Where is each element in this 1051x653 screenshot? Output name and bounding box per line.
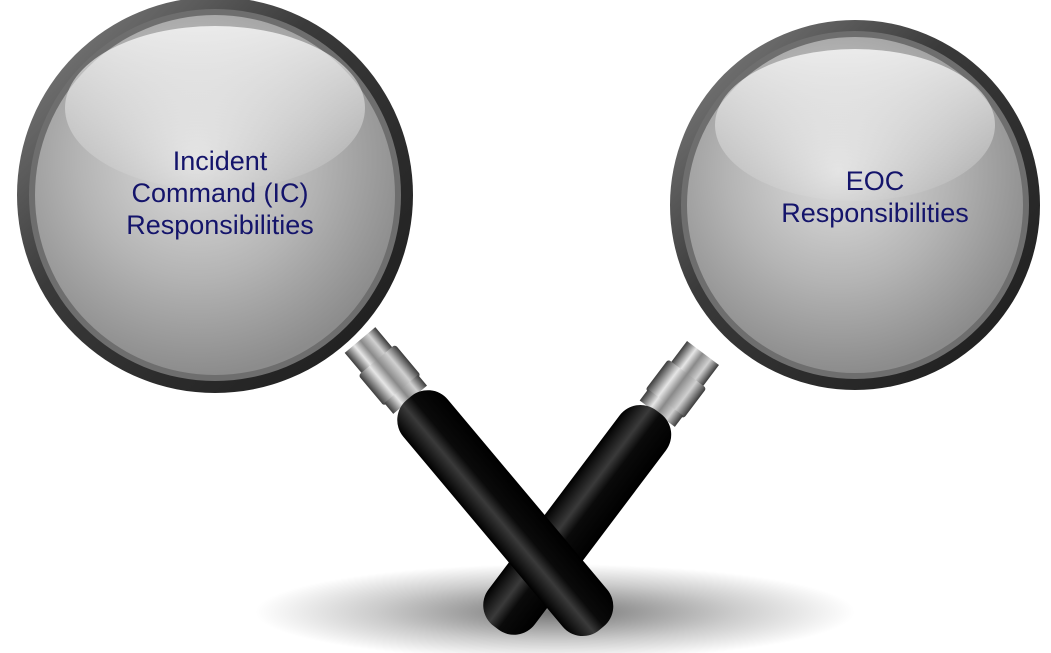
- left-magnifier-handle: [344, 327, 614, 637]
- left-magnifier-lens: [17, 0, 413, 393]
- eoc-label-line-1: EOC: [845, 166, 905, 196]
- ic-label-line-3: Responsibilities: [126, 210, 314, 240]
- ic-label-line-2: Command (IC): [131, 178, 309, 208]
- eoc-responsibilities-label: EOC Responsibilities: [705, 165, 1045, 229]
- eoc-label-line-2: Responsibilities: [781, 198, 969, 228]
- ic-label-line-1: Incident: [172, 146, 268, 176]
- ic-responsibilities-label: Incident Command (IC) Responsibilities: [50, 145, 390, 241]
- right-magnifier-lens: [670, 20, 1040, 390]
